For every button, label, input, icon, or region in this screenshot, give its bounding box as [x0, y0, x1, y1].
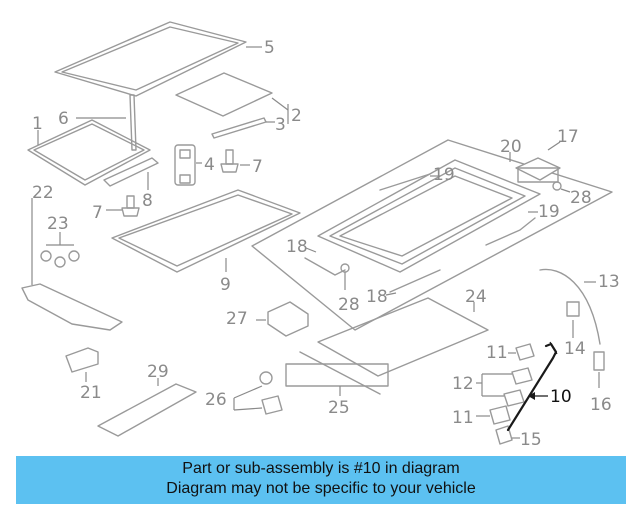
callout-23: 23 [47, 214, 69, 234]
part-19-cable-upper [379, 173, 440, 191]
part-20-motor [509, 152, 561, 183]
part-16-fitting [593, 351, 605, 388]
callout-6: 6 [58, 109, 69, 129]
part-14-clip [566, 301, 580, 338]
part-11-clip-upper [508, 343, 535, 361]
callout-10: 10 [550, 387, 572, 407]
part-12-clip [476, 367, 533, 407]
part-28-screw-upper [552, 181, 571, 193]
part-5-glass [54, 21, 262, 97]
callout-2: 2 [291, 106, 302, 126]
part-19-cable-lower [485, 211, 538, 246]
callout-22: 22 [32, 183, 54, 203]
callout-27: 27 [226, 309, 248, 329]
part-6-rod [76, 94, 137, 151]
part-2-panel [175, 72, 289, 124]
part-1-glass [27, 119, 151, 186]
callout-28-lower: 28 [338, 295, 360, 315]
callout-25: 25 [328, 398, 350, 418]
callout-24: 24 [465, 287, 487, 307]
callout-26: 26 [205, 390, 227, 410]
callout-11-lower: 11 [452, 408, 474, 428]
part-29-handle [97, 378, 197, 437]
callout-14: 14 [564, 339, 586, 359]
part-18-rail-left [304, 247, 346, 276]
info-banner: Part or sub-assembly is #10 in diagram D… [16, 456, 626, 504]
callout-15: 15 [520, 430, 542, 450]
part-23-screws [40, 232, 80, 268]
part-9-seal [111, 189, 301, 273]
part-10-drain-hose-highlight [506, 341, 558, 432]
part-7-bolt-upper [220, 149, 250, 173]
callout-8: 8 [142, 191, 153, 211]
callout-19-lower: 19 [538, 202, 560, 222]
part-21-bracket [65, 347, 99, 382]
callout-9: 9 [220, 275, 231, 295]
banner-line-1: Part or sub-assembly is #10 in diagram [182, 460, 460, 477]
callout-19-upper: 19 [433, 165, 455, 185]
callout-1: 1 [32, 114, 43, 134]
part-22-deflector [21, 198, 123, 331]
part-18-rail-bottom [385, 269, 441, 296]
part-17-frame [251, 139, 613, 331]
callout-5: 5 [264, 38, 275, 58]
callout-20: 20 [500, 137, 522, 157]
callout-12: 12 [452, 374, 474, 394]
part-4-bracket [174, 144, 202, 186]
callout-7-upper: 7 [252, 157, 263, 177]
callout-13: 13 [598, 272, 620, 292]
callout-16: 16 [590, 395, 612, 415]
callout-21: 21 [80, 383, 102, 403]
part-27-motor [256, 301, 309, 337]
part-13-drain-hose [539, 268, 601, 345]
callout-4: 4 [204, 155, 215, 175]
part-7-bolt-lower [106, 195, 140, 217]
banner-line-2: Diagram may not be specific to your vehi… [166, 480, 476, 497]
callout-3: 3 [275, 115, 286, 135]
callout-18-left: 18 [286, 237, 308, 257]
part-11-clip-lower [476, 405, 511, 425]
part-28-screw-lower [340, 263, 350, 290]
callout-17: 17 [557, 127, 579, 147]
part-26-clip [233, 371, 283, 415]
callout-7-lower: 7 [92, 203, 103, 223]
part-8-strip [103, 157, 159, 190]
callout-11-upper: 11 [486, 343, 508, 363]
part-3-strip [211, 117, 275, 139]
callout-28-upper: 28 [570, 188, 592, 208]
part-25-rail [285, 351, 389, 396]
callout-29: 29 [147, 362, 169, 382]
callout-18-bottom: 18 [366, 287, 388, 307]
